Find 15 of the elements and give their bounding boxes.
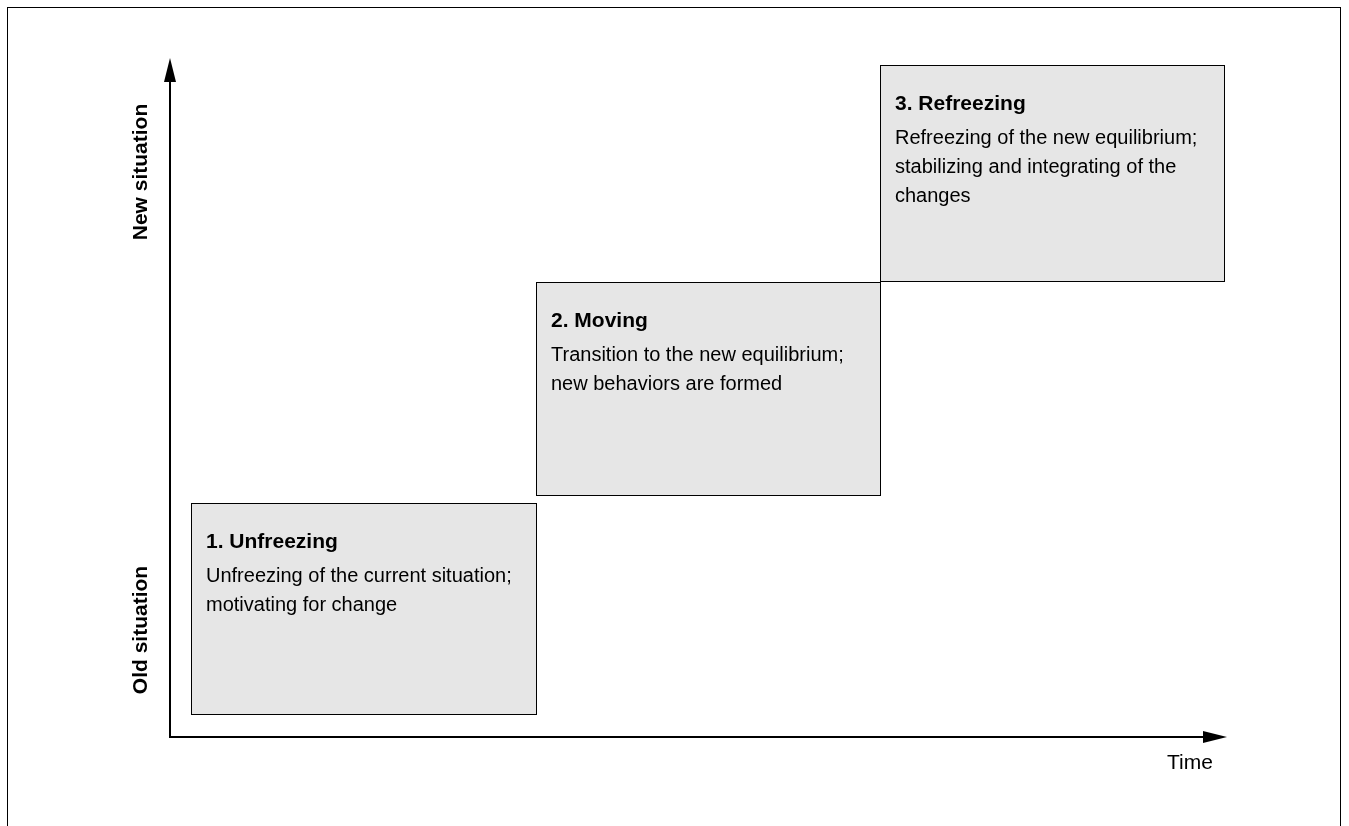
stage-description: Unfreezing of the current situation; bbox=[206, 563, 513, 588]
stage-description: Refreezing of the new equilibrium; bbox=[895, 125, 1199, 150]
stage-description: stabilizing and integrating of the changes bbox=[895, 154, 1178, 208]
stage-description: Transition to the new equilibrium; bbox=[551, 342, 845, 367]
stage-description: motivating for change bbox=[206, 592, 399, 617]
axis-label: Old situation bbox=[128, 565, 152, 695]
stage-heading: 3. Refreezing bbox=[895, 90, 1027, 116]
stage-heading: 2. Moving bbox=[551, 307, 649, 333]
axis-label: Time bbox=[1167, 750, 1213, 774]
axis-label: New situation bbox=[128, 103, 152, 241]
stage-box bbox=[880, 65, 1225, 282]
stage-description: new behaviors are formed bbox=[551, 371, 784, 396]
stage-box bbox=[191, 503, 537, 715]
stage-heading: 1. Unfreezing bbox=[206, 528, 339, 554]
stage-box bbox=[536, 282, 881, 496]
